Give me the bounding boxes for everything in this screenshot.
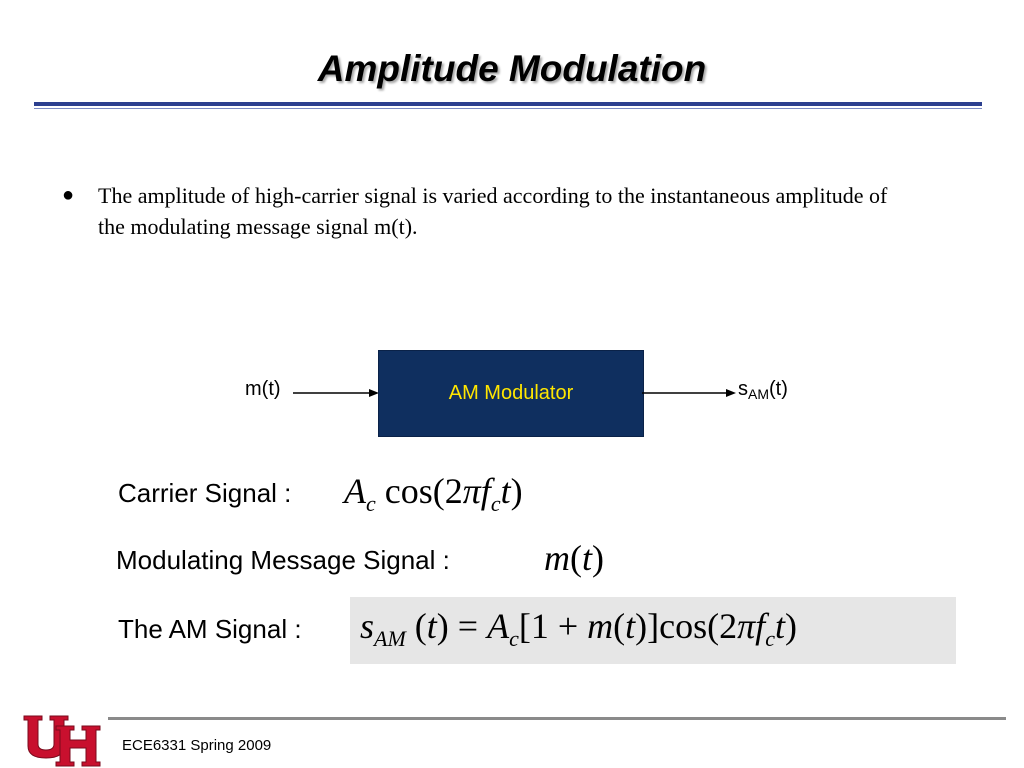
am-equation: sAM (t) = Ac[1 + m(t)]cos(2πfct) xyxy=(360,606,797,651)
input-signal-label: m(t) xyxy=(245,378,281,400)
message-signal-label: Modulating Message Signal : xyxy=(116,545,450,575)
am-equation-highlight xyxy=(350,597,956,664)
bullet-text: The amplitude of high-carrier signal is … xyxy=(98,183,888,239)
am-modulator-label: AM Modulator xyxy=(448,382,574,404)
footer-course-label: ECE6331 Spring 2009 xyxy=(122,737,272,754)
footer-divider xyxy=(108,717,1006,720)
am-modulator-block: AM Modulator xyxy=(378,350,644,437)
message-equation: m(t) xyxy=(544,538,605,578)
university-logo-icon xyxy=(23,715,101,767)
input-arrow-icon xyxy=(293,389,379,397)
carrier-signal-label: Carrier Signal : xyxy=(118,478,292,508)
bullet-icon: ● xyxy=(62,184,75,206)
output-arrow-icon xyxy=(642,389,736,397)
output-signal-label: sAM(t) xyxy=(738,378,788,402)
title-divider xyxy=(34,102,982,106)
carrier-equation: Ac cos(2πfct) xyxy=(344,471,523,516)
am-signal-label: The AM Signal : xyxy=(118,614,302,644)
slide-title: Amplitude Modulation xyxy=(317,48,707,89)
title-divider-thin xyxy=(34,108,982,109)
